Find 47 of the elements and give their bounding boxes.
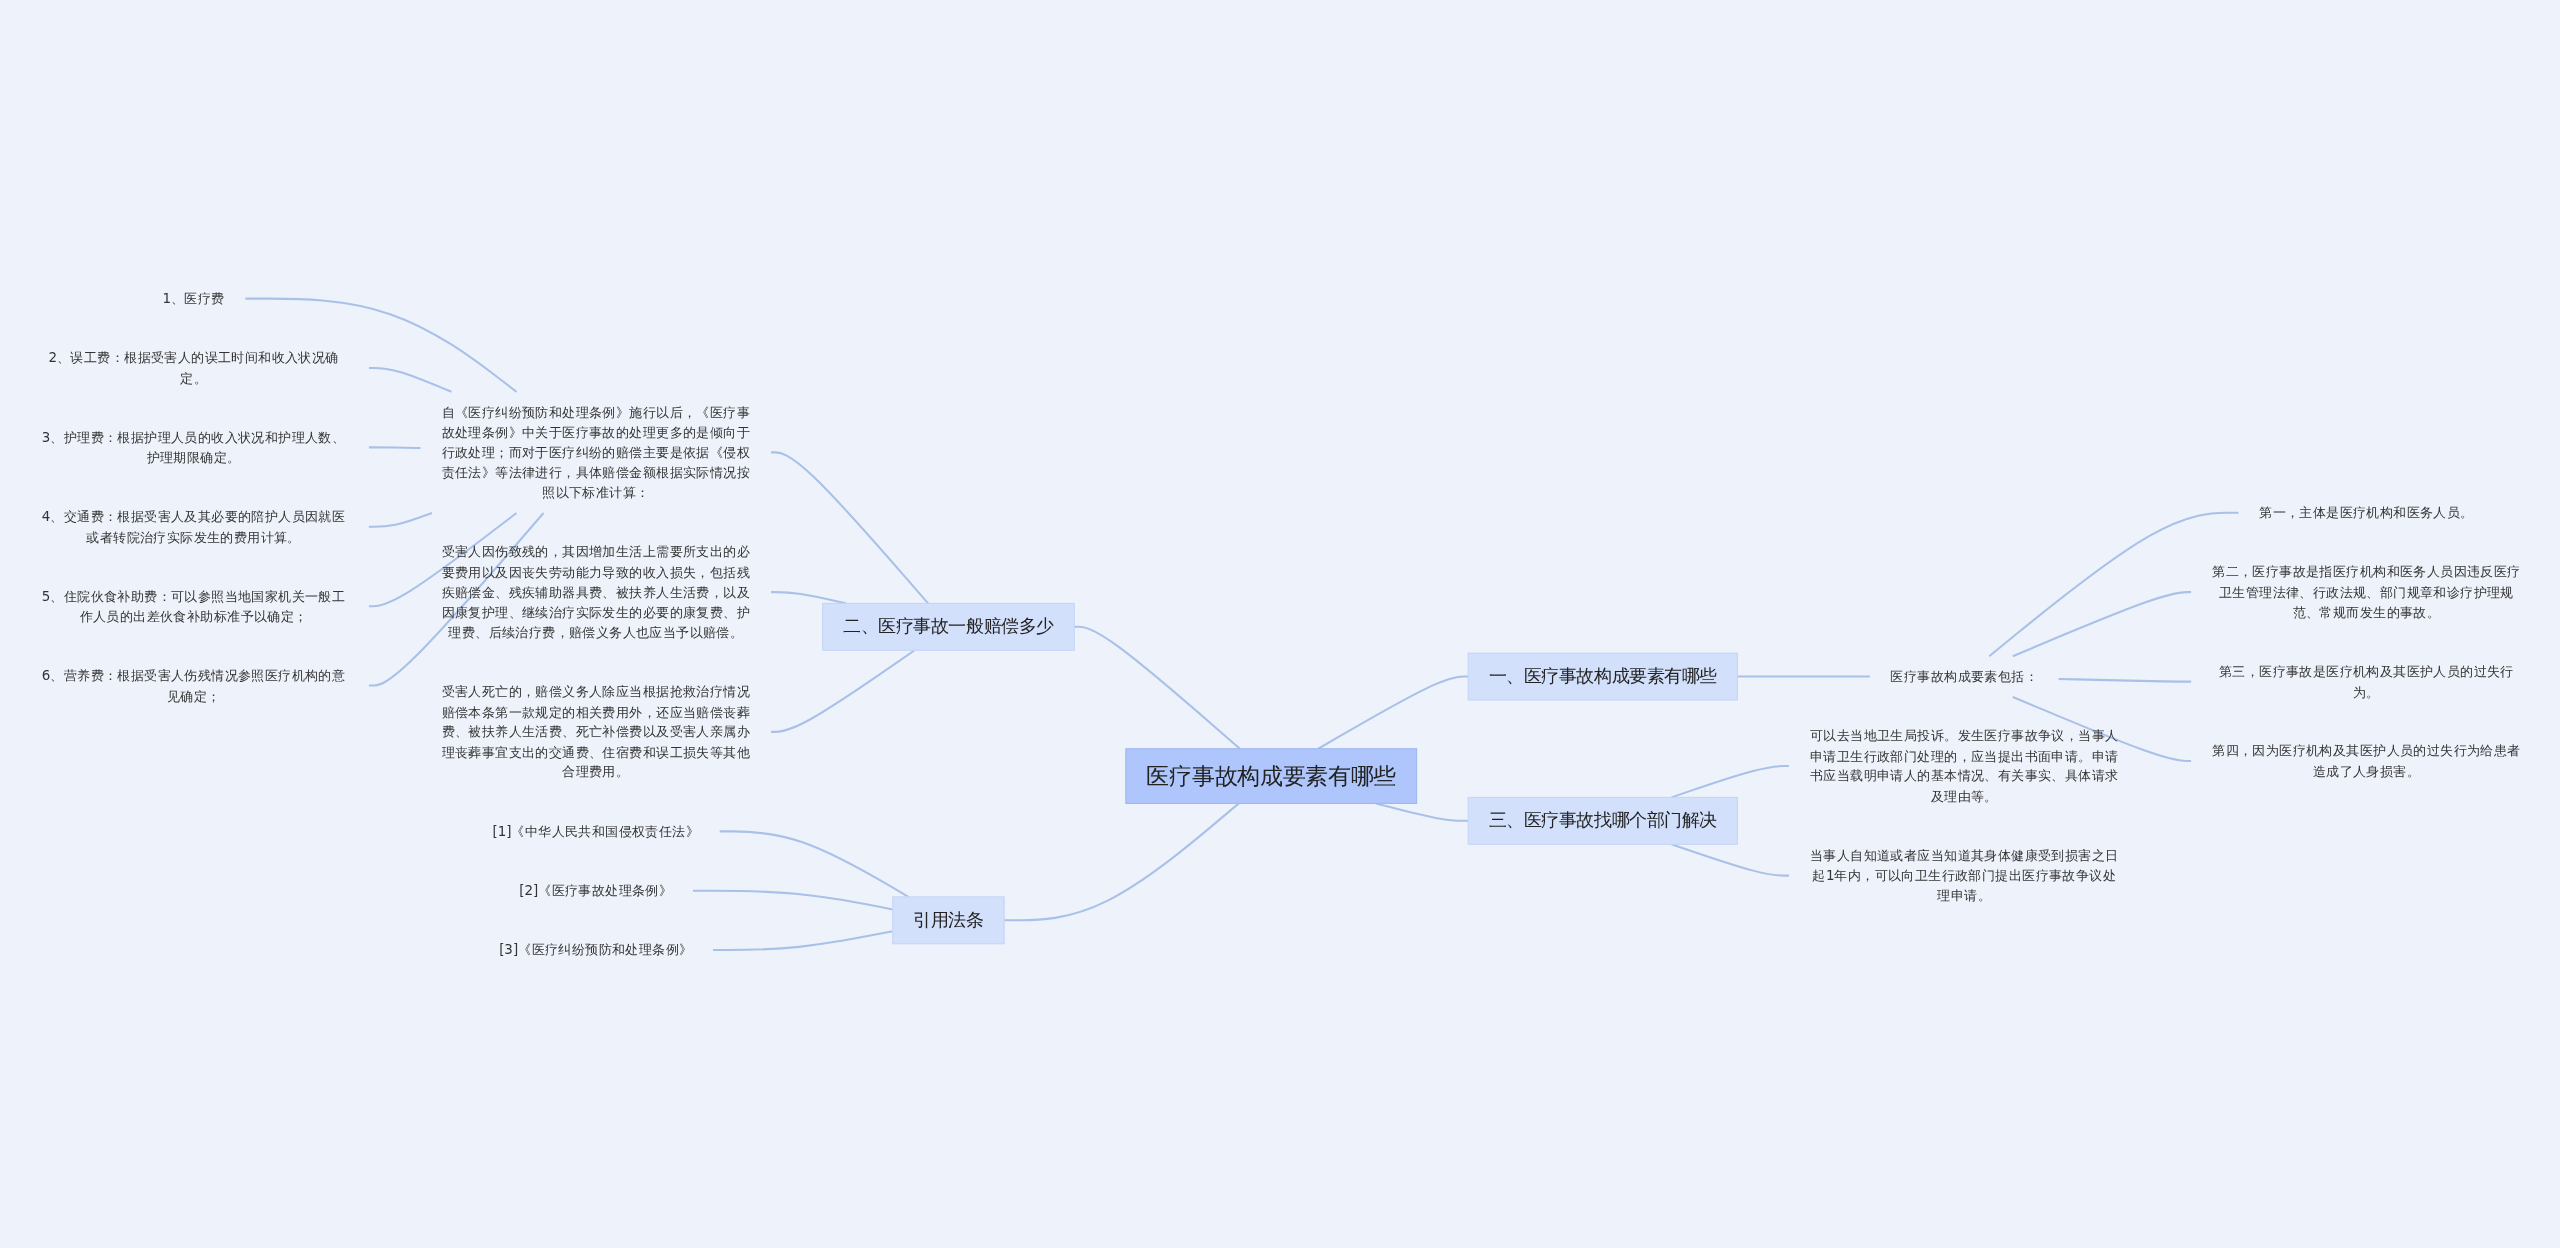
node-text: 3、护理费：根据护理人员的收入状况和护理人数、护理期限确定。: [41, 429, 346, 465]
node-text: 受害人死亡的，赔偿义务人除应当根据抢救治疗情况赔偿本条第一款规定的相关费用外，还应当赔偿丧葬费、被扶养人生活费、死亡补偿费以及受害人亲属办理丧葬事宜支出的交通费、住宿费和误工损失等其他合理费用。: [441, 683, 750, 780]
connector: [2012, 590, 2192, 657]
node-box: 三、医疗事故找哪个部门解决: [1467, 796, 1738, 845]
connector: [368, 512, 545, 687]
node-text: 6、营养费：根据受害人伤残情况参照医疗机构的意见确定；: [41, 667, 346, 703]
node-box: 医疗事故构成要素有哪些: [1125, 747, 1418, 804]
node-text: 5、住院伙食补助费：可以参照当地国家机关一般工作人员的出差伙食补助标准予以确定；: [41, 587, 346, 624]
connector: [368, 511, 433, 528]
node-text: 可以去当地卫生局投诉。发生医疗事故争议，当事人申请卫生行政部门处理的，应当提出书面申请。申请书应当载明申请人的基本情况、有关事实、具体请求及理由等。: [1810, 727, 2119, 804]
connector: [1671, 764, 1789, 799]
connector: [368, 511, 518, 607]
connector: [368, 446, 421, 449]
connector: [1317, 675, 1469, 750]
connector: [1004, 802, 1240, 922]
connector: [771, 590, 847, 605]
connector: [1671, 843, 1789, 877]
connector: [1375, 802, 1469, 822]
node-box: 二、医疗事故一般赔偿多少: [822, 602, 1075, 651]
connector: [245, 297, 518, 393]
node-text: 2、误工费：根据受害人的误工时间和收入状况确定。: [48, 349, 339, 386]
node-text: [1]《中华人民共和国侵权责任法》: [492, 823, 700, 839]
connector: [1988, 511, 2239, 657]
connector: [719, 830, 909, 898]
connector: [713, 929, 893, 951]
node-box: 一、医疗事故构成要素有哪些: [1467, 652, 1738, 701]
connector: [1074, 625, 1241, 750]
node-text: [2]《医疗事故处理条例》: [519, 882, 673, 898]
node-text: 受害人因伤致残的，其因增加生活上需要所支出的必要费用以及因丧失劳动能力导致的收入损失，包括残疾赔偿金、残疾辅助器具费、被扶养人生活费，以及因康复护理、继续治疗实际发生的必要的康复费、护理费、后续治疗费，赔偿义务人也应当予以赔偿。: [441, 543, 750, 640]
node-text: [3]《医疗纠纷预防和处理条例》: [499, 941, 693, 958]
connector: [692, 889, 893, 911]
node-text: 第一，主体是医疗机构和医务人员。: [2259, 504, 2474, 520]
connector: [771, 649, 916, 733]
node-box: 引用法条: [892, 896, 1005, 944]
node-text: 自《医疗纠纷预防和处理条例》施行以后，《医疗事故处理条例》中关于医疗事故的处理更多的是倾向于行政处理；而对于医疗纠纷的赔偿主要是依据《侵权责任法》等法律进行，具体赔偿金额根据实际情况按照以下标准计算：: [441, 403, 750, 500]
connector: [2012, 695, 2192, 762]
connector: [1737, 675, 1870, 678]
node-text: 医疗事故构成要素包括：: [1890, 668, 2038, 684]
node-text: 4、交通费：根据受害人及其必要的陪护人员因就医或者转院治疗实际发生的费用计算。: [41, 508, 346, 545]
node-text: 1、医疗费: [162, 290, 225, 306]
node-text: 第四，因为医疗机构及其医护人员的过失行为给患者造成了人身损害。: [2212, 742, 2521, 779]
connector: [368, 366, 452, 393]
connector: [2058, 677, 2192, 683]
connector: [771, 451, 929, 604]
node-text: 第三，医疗事故是医疗机构及其医护人员的过失行为。: [2218, 663, 2514, 699]
node-text: 第二，医疗事故是指医疗机构和医务人员因违反医疗卫生管理法律、行政法规、部门规章和诊疗护理规范、常规而发生的事故。: [2212, 563, 2521, 620]
node-text: 当事人自知道或者应当知道其身体健康受到损害之日起1年内，可以向卫生行政部门提出医疗事故争议处理申请。: [1810, 847, 2119, 903]
